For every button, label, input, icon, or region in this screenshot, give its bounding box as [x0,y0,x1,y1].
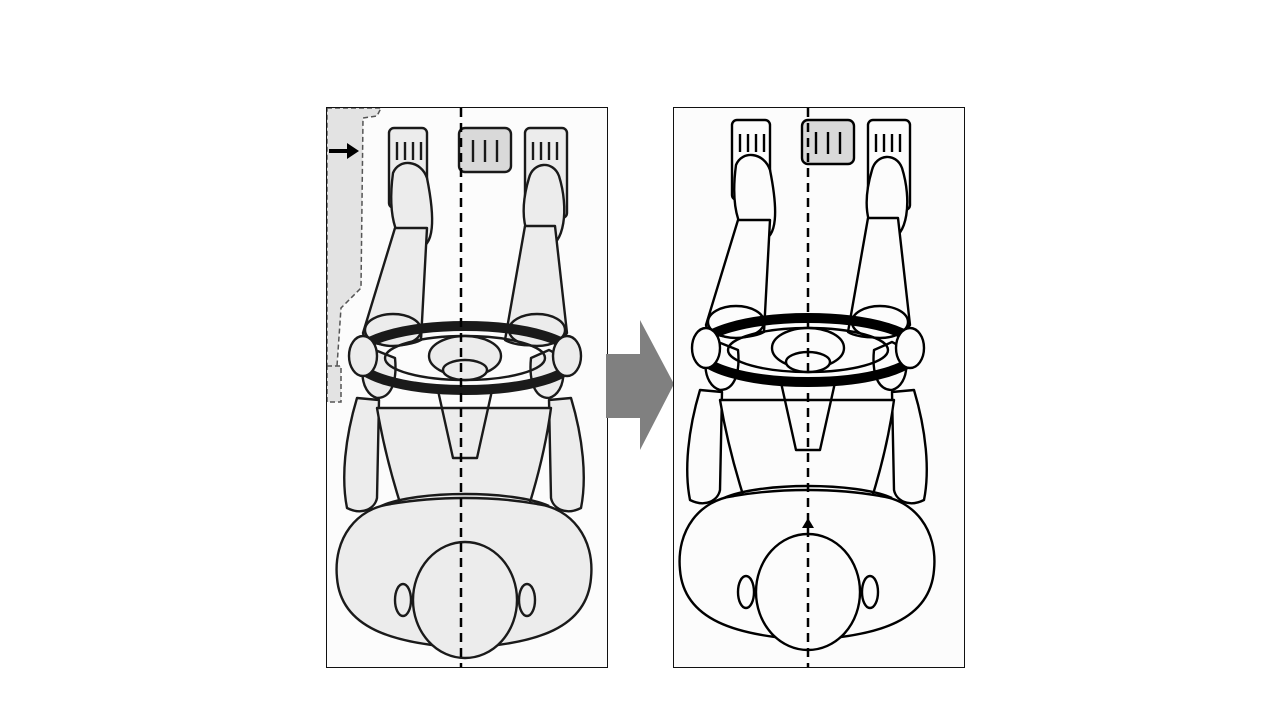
driver-figure-before [327,108,607,667]
driver-figure-after [674,108,964,667]
transition-arrow-icon [606,320,674,450]
panel-before [326,107,608,668]
door-entry-arrow-icon [329,143,359,159]
neck-marker [802,518,814,528]
person-top-view-icon [337,128,592,658]
door-panel [327,108,382,403]
panel-after [673,107,965,668]
